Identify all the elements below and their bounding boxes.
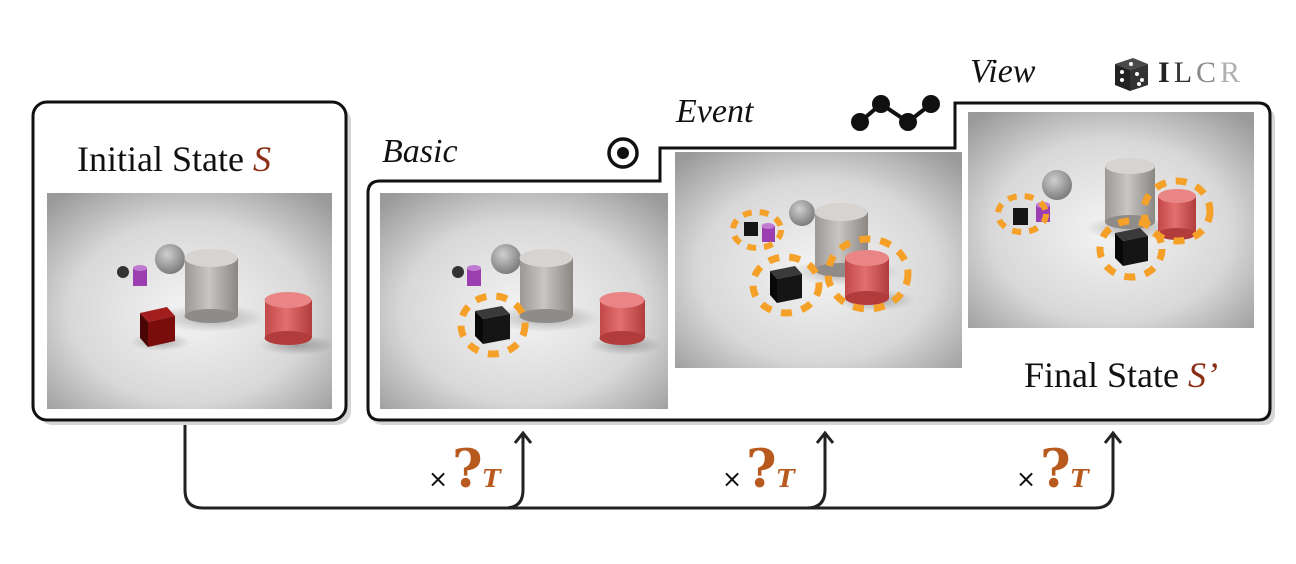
times-symbol: × (1016, 465, 1037, 493)
question-subscript: T (482, 464, 501, 493)
scene-basic-image (380, 193, 668, 409)
connector-lines (183, 423, 1123, 510)
final-state-var: S’ (1188, 355, 1218, 395)
multiplier-event: × ?T (722, 444, 794, 496)
connector-to-basic (504, 435, 525, 510)
dice-icon (1115, 58, 1148, 91)
stage-basic-label: Basic (382, 133, 458, 170)
logo-r: R (1220, 56, 1245, 89)
initial-state-var: S (252, 139, 271, 179)
scene-initial-image (47, 193, 335, 409)
stage-view-label: View (970, 53, 1036, 90)
connector-to-event (806, 435, 827, 510)
scene-event-image (675, 152, 962, 368)
arrowhead-event (815, 430, 835, 444)
multiplier-basic: × ?T (428, 444, 500, 496)
final-state-title: Final State S’ (1024, 357, 1218, 393)
target-icon (607, 137, 639, 169)
connector-from-initial (183, 423, 1115, 510)
question-subscript: T (776, 464, 795, 493)
logo-l: L (1173, 56, 1197, 89)
question-subscript: T (1070, 464, 1089, 493)
logo-bar: I (1158, 56, 1174, 89)
times-symbol: × (428, 465, 449, 493)
logo-c: C (1196, 56, 1221, 89)
path-nodes-icon (851, 95, 940, 131)
arrowhead-basic (513, 430, 533, 444)
ilcr-logo: ILCR (1158, 58, 1244, 88)
times-symbol: × (722, 465, 743, 493)
initial-state-label: Initial State (77, 139, 253, 179)
final-state-label: Final State (1024, 355, 1188, 395)
multiplier-view: × ?T (1016, 444, 1088, 496)
question-mark: ? (1040, 439, 1071, 500)
question-mark: ? (452, 439, 483, 500)
question-mark: ? (746, 439, 777, 500)
arrowhead-view (1103, 430, 1123, 444)
scene-view-image (968, 112, 1254, 328)
initial-state-title: Initial State S (77, 141, 271, 177)
stage-event-label: Event (676, 93, 754, 130)
